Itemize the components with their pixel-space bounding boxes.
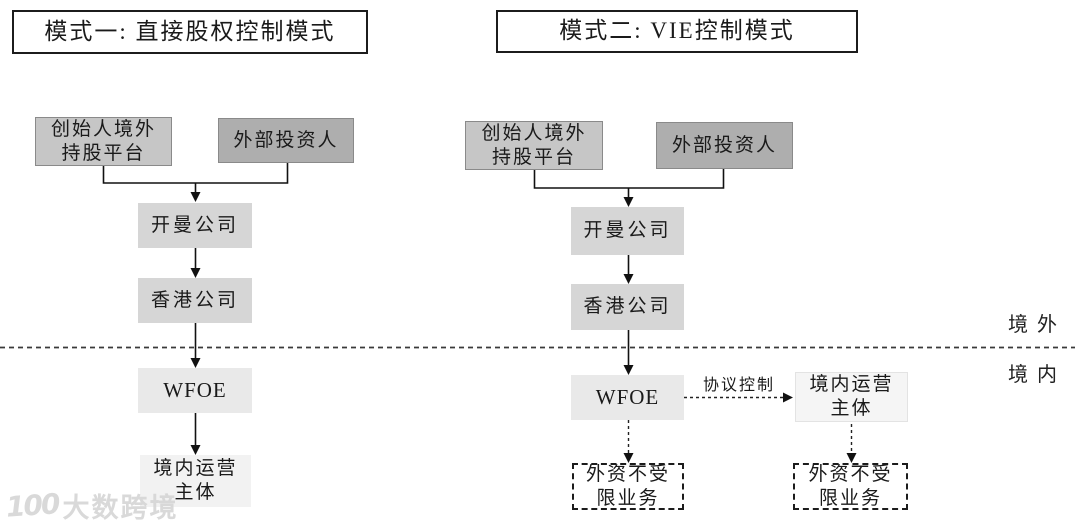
mode2-hongkong-node: 香港公司 bbox=[571, 284, 684, 330]
mode2-unrestricted-business-right-node: 外资不受 限业务 bbox=[793, 463, 908, 510]
mode1-domestic-entity-node: 境内运营 主体 bbox=[140, 455, 251, 507]
m2-merge-bracket bbox=[533, 169, 725, 189]
watermark: 100 大数跨境 bbox=[4, 486, 179, 525]
mode2-founder-platform-node: 创始人境外 持股平台 bbox=[465, 121, 603, 170]
mode1-external-investor-node: 外部投资人 bbox=[218, 118, 354, 163]
offshore-label: 境外 bbox=[1008, 314, 1066, 336]
mode2-wfoe-node: WFOE bbox=[571, 375, 684, 420]
mode2-title: 模式二: VIE控制模式 bbox=[496, 10, 858, 53]
contract-control-edge-label: 协议控制 bbox=[702, 377, 775, 394]
mode2-unrestricted-business-left-node: 外资不受 限业务 bbox=[572, 463, 684, 510]
mode1-hongkong-node: 香港公司 bbox=[138, 278, 252, 323]
mode2-domestic-entity-node: 境内运营 主体 bbox=[795, 372, 908, 422]
mode2-external-investor-node: 外部投资人 bbox=[656, 122, 793, 169]
onshore-label: 境内 bbox=[1008, 364, 1066, 386]
mode1-founder-platform-node: 创始人境外 持股平台 bbox=[35, 117, 172, 166]
watermark-brand-text: 大数跨境 bbox=[62, 493, 179, 524]
m1-merge-bracket bbox=[102, 163, 289, 184]
mode1-wfoe-node: WFOE bbox=[138, 368, 252, 413]
mode1-cayman-node: 开曼公司 bbox=[138, 203, 252, 248]
watermark-logo: 100 bbox=[4, 487, 60, 524]
mode2-cayman-node: 开曼公司 bbox=[571, 207, 684, 255]
mode1-title: 模式一: 直接股权控制模式 bbox=[12, 10, 368, 54]
